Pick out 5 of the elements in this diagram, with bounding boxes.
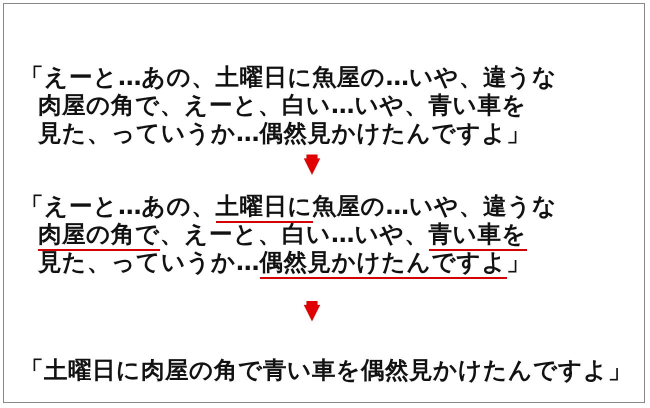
quote-text: 「土曜日に肉屋の角で青い車を偶然見かけたんですよ」 <box>20 356 632 384</box>
quote-text: 「えーと…あの、土曜日に魚屋の…いや、違うな肉屋の角で、えーと、白い…いや、青い車を見た、っていうか…偶然見かけたんですよ」 <box>20 192 557 276</box>
down-arrow <box>304 154 320 175</box>
down-arrow <box>304 301 320 322</box>
quote-text: 「えーと…あの、土曜日に魚屋の…いや、違うな肉屋の角で、えーと、白い…いや、青い車を見た、っていうか…偶然見かけたんですよ」 <box>20 63 557 147</box>
